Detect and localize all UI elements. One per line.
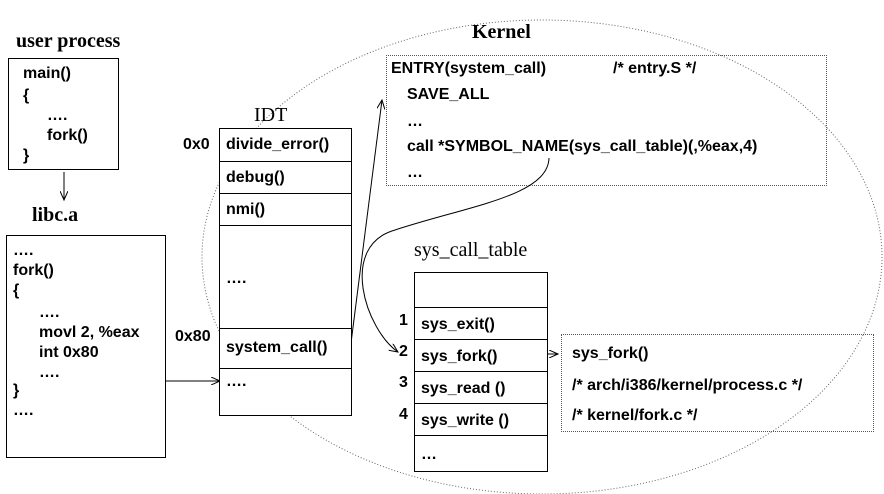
idt-row: debug(): [220, 161, 351, 193]
table-row-label: sys_fork(): [421, 348, 498, 365]
idt-address-0x80: 0x80: [175, 328, 211, 345]
code-line: …: [407, 164, 423, 181]
code-line: movl 2, %eax: [39, 324, 140, 341]
code-line: }: [23, 147, 30, 164]
table-index: 1: [399, 312, 408, 329]
table-row-label: sys_exit(): [421, 316, 495, 333]
table-row: sys_fork(): [415, 339, 547, 371]
code-line: {: [23, 87, 30, 104]
table-row-label: sys_read (): [421, 380, 506, 397]
code-line: ….: [39, 304, 60, 321]
arrow-syscall-to-entry: [350, 100, 382, 344]
table-row-label: …: [421, 446, 437, 463]
libc-title: libc.a: [32, 204, 79, 226]
idt-row-system-call: system_call(): [220, 328, 351, 368]
table-row-label: sys_write (): [421, 412, 510, 429]
idt-row-label: ….: [226, 373, 247, 390]
code-comment: /* arch/i386/kernel/process.c */: [572, 377, 803, 394]
table-row: [415, 273, 547, 307]
table-row: …: [415, 435, 547, 473]
idt-title: IDT: [254, 104, 288, 126]
code-line: {: [13, 282, 20, 299]
code-line: main(): [23, 65, 71, 82]
entry-s-box: ENTRY(system_call) /* entry.S */ SAVE_AL…: [386, 55, 827, 186]
idt-row-label: system_call(): [226, 339, 328, 356]
table-index: 3: [399, 374, 408, 391]
arrow-call-to-table: [361, 157, 550, 352]
user-process-title: user process: [16, 30, 121, 52]
sys-call-table: sys_exit() sys_fork() sys_read () sys_wr…: [414, 272, 548, 472]
user-process-box: main() { …. fork() }: [8, 58, 119, 170]
code-line: ….: [13, 242, 34, 259]
table-row: sys_write (): [415, 403, 547, 435]
kernel-ellipse: [201, 19, 883, 494]
code-comment: /* entry.S */: [613, 60, 697, 77]
code-line: sys_fork(): [572, 345, 649, 362]
idt-row: nmi(): [220, 193, 351, 225]
idt-row: ….: [220, 225, 351, 328]
code-line: …: [407, 113, 423, 130]
table-row: sys_exit(): [415, 307, 547, 339]
code-line: ….: [47, 107, 68, 124]
idt-table: divide_error() debug() nmi() …. system_c…: [219, 128, 352, 416]
idt-address-0x0: 0x0: [183, 136, 210, 153]
kernel-title: Kernel: [472, 21, 531, 43]
code-line: ENTRY(system_call): [391, 60, 547, 77]
table-index: 4: [399, 406, 408, 423]
sys-call-table-title: sys_call_table: [414, 239, 528, 261]
code-line: ….: [13, 402, 34, 419]
code-line: }: [13, 382, 20, 399]
idt-row-label: nmi(): [226, 201, 266, 218]
table-index: 2: [399, 343, 408, 360]
code-comment: /* kernel/fork.c */: [572, 407, 698, 424]
code-line: int 0x80: [39, 344, 99, 361]
code-line: fork(): [13, 262, 54, 279]
code-line: ….: [39, 364, 60, 381]
code-line: SAVE_ALL: [407, 86, 490, 103]
idt-row-label: divide_error(): [226, 136, 330, 153]
idt-row: ….: [220, 368, 351, 417]
idt-row-label: ….: [226, 270, 247, 287]
sys-fork-source-box: sys_fork() /* arch/i386/kernel/process.c…: [561, 334, 874, 432]
libc-box: …. fork() { …. movl 2, %eax int 0x80 …. …: [6, 235, 166, 458]
table-row: sys_read (): [415, 371, 547, 403]
code-line: call *SYMBOL_NAME(sys_call_table)(,%eax,…: [407, 138, 758, 155]
idt-row: divide_error(): [220, 129, 351, 161]
idt-row-label: debug(): [226, 169, 285, 186]
code-line: fork(): [47, 127, 88, 144]
